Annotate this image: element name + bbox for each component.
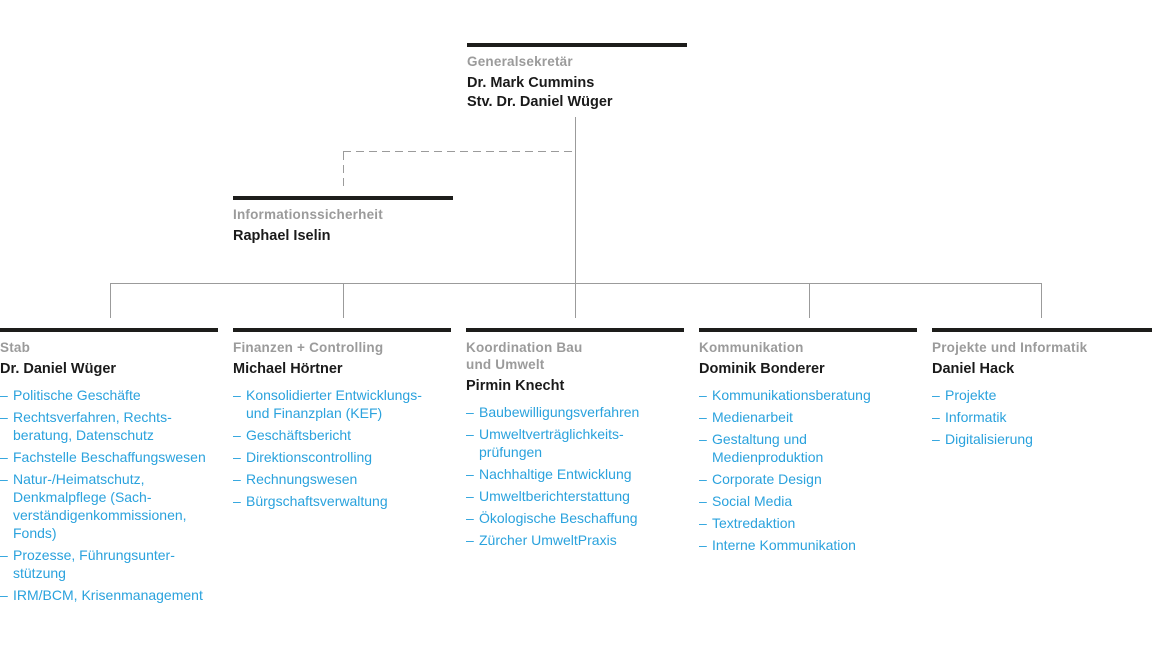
node-top-bar (699, 328, 917, 332)
department-title: Stab (0, 340, 31, 355)
responsibility-item: Geschäftsbericht (233, 426, 459, 444)
department-title: Projekte und Informatik (932, 340, 1088, 355)
node-top-bar (467, 43, 687, 47)
responsibility-item: Prozesse, Führungsunter- stützung (0, 546, 226, 582)
node-top-bar (932, 328, 1152, 332)
responsibility-list: Projekte Informatik Digitalisierung (932, 386, 1152, 448)
responsibility-item: Baubewilligungsverfahren (466, 403, 692, 421)
department-finanzen-controlling: Finanzen + Controlling Michael Hörtner K… (233, 328, 459, 514)
department-head: Michael Hörtner (233, 361, 343, 377)
responsibility-item: Umweltberichterstattung (466, 487, 692, 505)
informationssicherheit-title: Informationssicherheit (233, 207, 383, 222)
responsibility-item: Bürgschaftsverwaltung (233, 492, 459, 510)
responsibility-item: Digitalisierung (932, 430, 1152, 448)
department-koordination-bau-umwelt: Koordination Bau und Umwelt Pirmin Knech… (466, 328, 692, 553)
responsibility-item: Direktionscontrolling (233, 448, 459, 466)
department-stab: Stab Dr. Daniel Wüger Politische Geschäf… (0, 328, 226, 608)
responsibility-item: Interne Kommunikation (699, 536, 925, 554)
responsibility-item: Informatik (932, 408, 1152, 426)
responsibility-item: Umweltverträglichkeits- prüfungen (466, 425, 692, 461)
responsibility-item: Textredaktion (699, 514, 925, 532)
responsibility-item: Politische Geschäfte (0, 386, 226, 404)
responsibility-list: Politische Geschäfte Rechtsverfahren, Re… (0, 386, 226, 604)
department-kommunikation: Kommunikation Dominik Bonderer Kommunika… (699, 328, 925, 558)
department-head: Dominik Bonderer (699, 361, 825, 377)
department-head: Daniel Hack (932, 361, 1015, 377)
generalsekretaer-node: Generalsekretär Dr. Mark Cummins Stv. Dr… (467, 43, 687, 111)
responsibility-item: Fachstelle Beschaffungswesen (0, 448, 226, 466)
responsibility-item: Natur-/Heimatschutz, Denkmalpflege (Sach… (0, 470, 226, 542)
department-title: Finanzen + Controlling (233, 340, 384, 355)
department-title: Kommunikation (699, 340, 804, 355)
node-top-bar (233, 328, 451, 332)
department-projekte-informatik: Projekte und Informatik Daniel Hack Proj… (932, 328, 1152, 452)
responsibility-item: Projekte (932, 386, 1152, 404)
node-top-bar (0, 328, 218, 332)
responsibility-item: Rechtsverfahren, Rechts- beratung, Daten… (0, 408, 226, 444)
department-head: Dr. Daniel Wüger (0, 361, 117, 377)
responsibility-item: IRM/BCM, Krisenmanagement (0, 586, 226, 604)
generalsekretaer-title: Generalsekretär (467, 54, 573, 69)
responsibility-item: Ökologische Beschaffung (466, 509, 692, 527)
responsibility-item: Kommunikationsberatung (699, 386, 925, 404)
department-head: Pirmin Knecht (466, 378, 565, 394)
responsibility-item: Corporate Design (699, 470, 925, 488)
node-top-bar (466, 328, 684, 332)
generalsekretaer-name: Dr. Mark Cummins (467, 75, 595, 91)
responsibility-list: Konsolidierter Entwicklungs- und Finanzp… (233, 386, 459, 510)
responsibility-item: Gestaltung und Medienproduktion (699, 430, 925, 466)
responsibility-list: Baubewilligungsverfahren Umweltverträgli… (466, 403, 692, 549)
node-top-bar (233, 196, 453, 200)
responsibility-item: Konsolidierter Entwicklungs- und Finanzp… (233, 386, 459, 422)
responsibility-item: Rechnungswesen (233, 470, 459, 488)
informationssicherheit-name: Raphael Iselin (233, 228, 331, 244)
responsibility-item: Social Media (699, 492, 925, 510)
responsibility-item: Nachhaltige Entwicklung (466, 465, 692, 483)
department-title: Koordination Bau und Umwelt (466, 340, 583, 372)
informationssicherheit-node: Informationssicherheit Raphael Iselin (233, 196, 453, 246)
responsibility-item: Zürcher UmweltPraxis (466, 531, 692, 549)
responsibility-item: Medienarbeit (699, 408, 925, 426)
generalsekretaer-deputy: Stv. Dr. Daniel Wüger (467, 93, 613, 110)
responsibility-list: Kommunikationsberatung Medienarbeit Gest… (699, 386, 925, 554)
